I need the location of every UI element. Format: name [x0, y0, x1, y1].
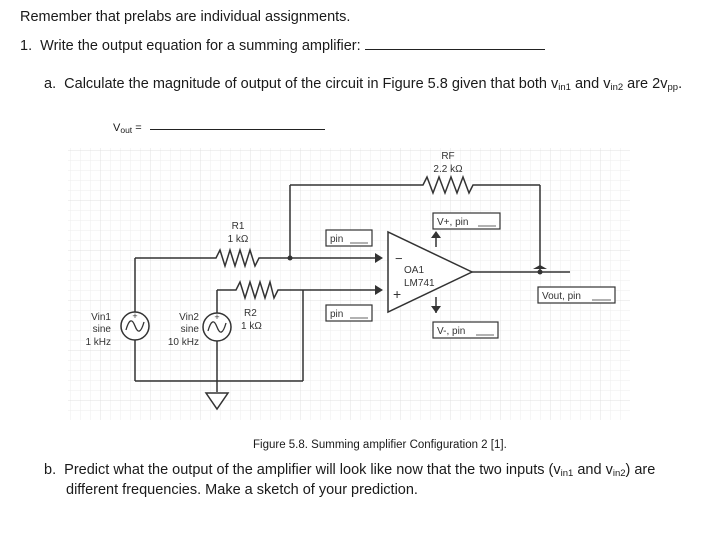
r1-value-label: 1 kΩ	[228, 234, 249, 245]
question-1: 1. Write the output equation for a summi…	[20, 37, 545, 55]
svg-text:+: +	[214, 312, 219, 322]
circuit-schematic: + + − + OA1 LM741 pin pin V+, pin V-, pi…	[68, 148, 630, 420]
r2-name-label: R2	[244, 308, 257, 319]
vin1-sine-source: +	[120, 311, 150, 341]
vin1-freq-label: 1 kHz	[85, 337, 111, 348]
schematic-grid	[68, 148, 630, 420]
svg-text:+: +	[132, 311, 137, 321]
ground-icon	[204, 392, 230, 411]
svg-text:pin: pin	[330, 309, 343, 320]
svg-text:−: −	[395, 251, 403, 266]
vin1-type-label: sine	[93, 324, 112, 335]
vout-answer-line[interactable]	[150, 129, 325, 130]
vplus-pin-box[interactable]: V+, pin	[432, 212, 501, 230]
vminus-pin-box[interactable]: V-, pin	[432, 321, 499, 339]
question-1-number: 1.	[20, 38, 33, 54]
rf-name-label: RF	[441, 151, 454, 162]
question-a: a. Calculate the magnitude of output of …	[44, 76, 683, 93]
vin2-freq-label: 10 kHz	[168, 337, 199, 348]
question-1-text: Write the output equation for a summing …	[40, 38, 361, 54]
svg-text:LM741: LM741	[404, 278, 435, 289]
resistor-r2	[232, 279, 280, 301]
intro-text: Remember that prelabs are individual ass…	[20, 9, 351, 25]
svg-text:OA1: OA1	[404, 265, 424, 276]
svg-text:Vout, pin: Vout, pin	[542, 291, 581, 302]
resistor-rf	[418, 174, 475, 196]
opamp-oa1: − + OA1 LM741	[387, 230, 474, 314]
pin-box-top[interactable]: pin	[325, 229, 373, 247]
question-b-letter: b.	[44, 462, 57, 478]
svg-text:V+, pin: V+, pin	[437, 217, 468, 228]
vout-label: Vout =	[113, 122, 142, 135]
vin2-name-label: Vin2	[179, 312, 199, 323]
vin1-name-label: Vin1	[91, 312, 111, 323]
vin2-sine-source: +	[202, 312, 232, 342]
r2-value-label: 1 kΩ	[241, 321, 262, 332]
svg-text:V-, pin: V-, pin	[437, 326, 465, 337]
question-1-answer-line[interactable]	[364, 37, 545, 50]
vout-pin-box[interactable]: Vout, pin	[537, 286, 616, 304]
question-a-letter: a.	[44, 76, 57, 92]
vin2-type-label: sine	[181, 324, 200, 335]
svg-text:pin: pin	[330, 234, 343, 245]
pin-box-bottom[interactable]: pin	[325, 304, 373, 322]
figure-caption: Figure 5.8. Summing amplifier Configurat…	[253, 439, 507, 451]
svg-text:+: +	[393, 286, 401, 302]
rf-value-label: 2.2 kΩ	[433, 164, 463, 175]
question-b: b. Predict what the output of the amplif…	[44, 462, 656, 479]
resistor-r1	[212, 247, 263, 269]
r1-name-label: R1	[232, 221, 245, 232]
question-b-line-2: different frequencies. Make a sketch of …	[66, 482, 418, 498]
